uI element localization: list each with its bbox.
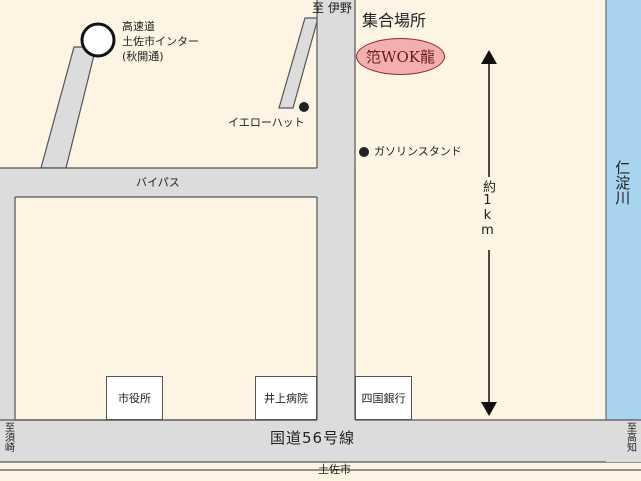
yellow-hat-dot-icon bbox=[299, 102, 309, 112]
bypass-label: バイパス bbox=[136, 176, 180, 189]
gas-station-dot-icon bbox=[359, 147, 369, 157]
diagonal-road bbox=[278, 17, 319, 109]
inoue-hospital-building: 井上病院 bbox=[255, 376, 317, 420]
wok-logo: 笵WOK龍 bbox=[356, 38, 445, 75]
route56-road bbox=[0, 420, 641, 462]
city-hall-building: 市役所 bbox=[106, 376, 163, 420]
distance-label: 約1km bbox=[479, 180, 495, 250]
route56-label: 国道56号線 bbox=[270, 429, 356, 447]
double-arrow-icon bbox=[481, 50, 497, 416]
meeting-place-label: 集合場所 bbox=[362, 11, 427, 30]
shikoku-bank-building: 四国銀行 bbox=[355, 376, 412, 420]
interchange-label-2: 土佐市インター bbox=[122, 35, 199, 48]
bypass-road bbox=[0, 168, 356, 197]
inoue-hospital-label: 井上病院 bbox=[264, 392, 308, 405]
tosa-city-label: 土佐市 bbox=[318, 463, 351, 476]
city-hall-label: 市役所 bbox=[118, 392, 151, 405]
logo-text: 笵WOK龍 bbox=[366, 48, 435, 66]
interchange-label-3: (秋開通) bbox=[122, 50, 164, 63]
to-susaki-label: 至須崎 bbox=[2, 422, 14, 452]
to-ino-label: 至 伊野 bbox=[312, 1, 352, 15]
interchange-label-1: 高速道 bbox=[122, 20, 155, 33]
to-kochi-label: 至高知 bbox=[624, 422, 636, 452]
river-label: 仁淀川 bbox=[613, 160, 632, 205]
shikoku-bank-label: 四国銀行 bbox=[361, 392, 406, 405]
highway-ramp bbox=[40, 46, 97, 169]
yellow-hat-label: イエローハット bbox=[228, 116, 305, 129]
gas-station-label: ガソリンスタンド bbox=[374, 145, 462, 158]
main-road bbox=[317, 0, 355, 420]
road-edges bbox=[0, 0, 641, 471]
circle-icon bbox=[80, 22, 116, 58]
river bbox=[606, 0, 641, 420]
side-road bbox=[0, 197, 15, 420]
